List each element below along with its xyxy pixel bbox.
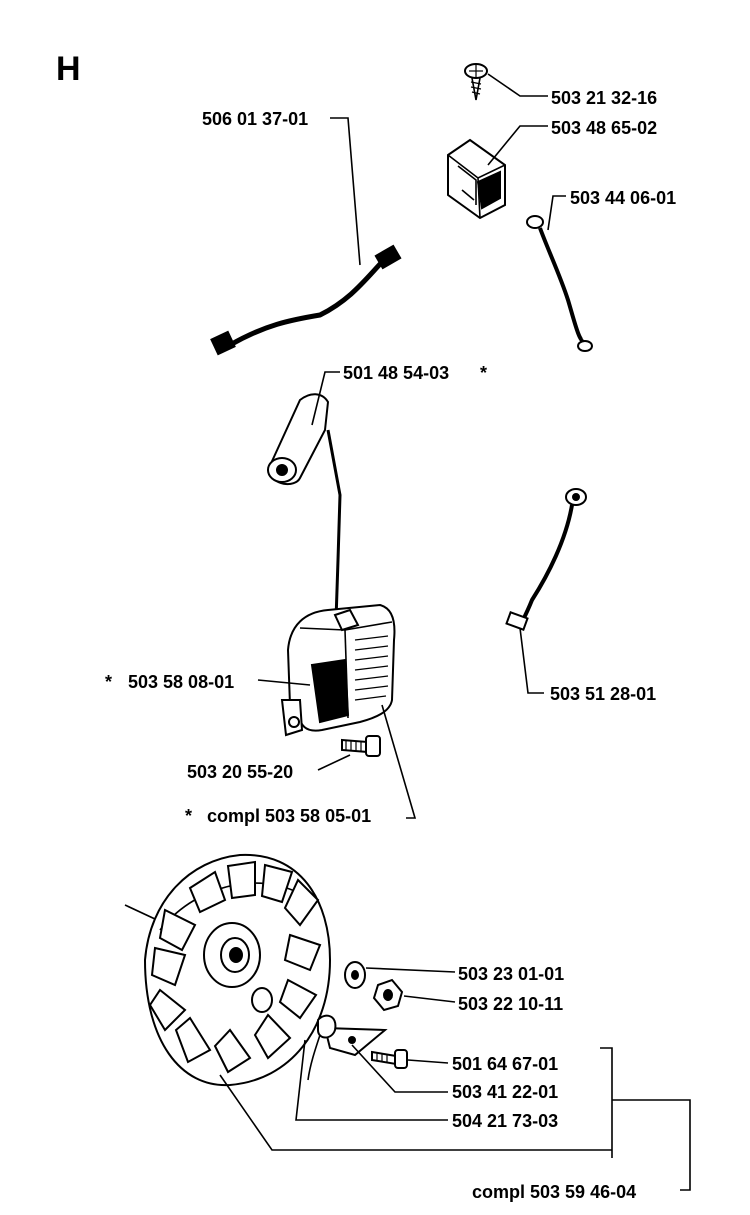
coil-module-part — [280, 603, 396, 737]
label-pawl-screw: 501 64 67-01 — [452, 1054, 558, 1074]
label-coil-screw: 503 20 55-20 — [187, 762, 293, 782]
nut-part — [372, 978, 404, 1012]
cable-part — [210, 244, 402, 356]
leader-ground-wire — [519, 627, 544, 694]
leader-washer — [365, 967, 456, 973]
leader-coil-screw — [317, 754, 351, 771]
washer-part — [344, 961, 366, 989]
hv-lead-mark: * — [480, 363, 487, 383]
cover-part — [447, 138, 506, 220]
label-flywheel-compl: compl 503 59 46-04 — [472, 1182, 636, 1202]
coil-screw-part — [341, 735, 381, 757]
bracket-flywheel-group — [600, 1047, 613, 1158]
label-ground-wire: 503 51 28-01 — [550, 684, 656, 704]
label-wire-short: 503 44 06-01 — [570, 188, 676, 208]
pawl-part — [317, 1014, 388, 1057]
pawl-screw-part — [371, 1049, 408, 1069]
label-cover: 503 48 65-02 — [551, 118, 657, 138]
bracket-flywheel-compl — [612, 1099, 691, 1191]
label-washer: 503 23 01-01 — [458, 964, 564, 984]
coil-module-mark: * — [105, 672, 112, 692]
label-hv-lead: 501 48 54-03 — [343, 363, 449, 383]
leader-flywheel — [219, 1074, 612, 1151]
leader-screw-top — [487, 73, 548, 97]
flywheel-part — [124, 853, 332, 1087]
label-ignition-compl: compl 503 58 05-01 — [207, 806, 371, 826]
ignition-compl-mark: * — [185, 806, 192, 826]
leader-coil-module — [257, 679, 311, 686]
leader-cable — [330, 117, 361, 266]
ground-wire-part — [505, 488, 587, 631]
label-screw-top: 503 21 32-16 — [551, 88, 657, 108]
wire-short-part — [526, 215, 593, 352]
leader-nut — [403, 995, 456, 1003]
section-letter: H — [56, 50, 81, 88]
label-pawl: 503 41 22-01 — [452, 1082, 558, 1102]
spring-part — [307, 1034, 321, 1081]
label-coil-module: 503 58 08-01 — [128, 672, 234, 692]
leader-spring — [295, 1039, 448, 1121]
label-cable: 506 01 37-01 — [202, 109, 308, 129]
leader-wire-short — [547, 195, 566, 231]
leader-ignition-compl — [381, 704, 417, 819]
screw-top-part — [464, 63, 488, 101]
label-nut: 503 22 10-11 — [458, 994, 563, 1014]
leader-pawl-screw — [407, 1059, 449, 1064]
leader-hv-lead — [311, 371, 340, 426]
leader-cover — [487, 125, 548, 166]
label-spring: 504 21 73-03 — [452, 1111, 558, 1131]
leader-pawl — [351, 1044, 448, 1093]
hv-lead-part — [266, 393, 342, 651]
